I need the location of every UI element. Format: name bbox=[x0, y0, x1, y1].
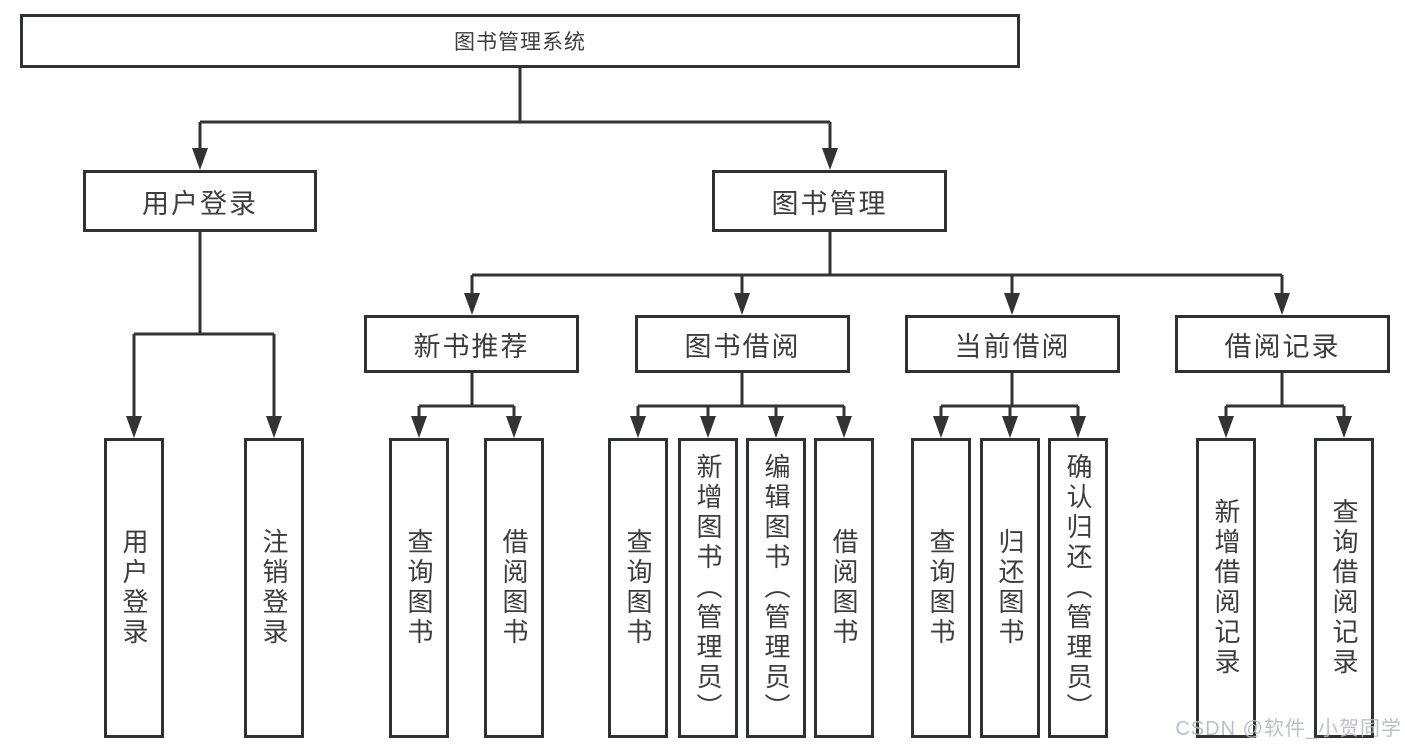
leaf-edit-books-admin: 编辑图书（管理员） bbox=[746, 438, 806, 738]
leaf-query-books-current-label: 查询图书 bbox=[926, 528, 956, 648]
leaf-query-books-current: 查询图书 bbox=[911, 438, 971, 738]
connector-record-split bbox=[1224, 373, 1346, 417]
node-borrowing-records: 借阅记录 bbox=[1175, 315, 1390, 373]
leaf-query-borrow-record-label: 查询借阅记录 bbox=[1329, 498, 1359, 678]
node-user-login-label: 用户登录 bbox=[142, 188, 258, 219]
node-book-borrowing-label: 图书借阅 bbox=[684, 331, 801, 362]
leaf-confirm-return-admin-label: 确认归还（管理员） bbox=[1063, 453, 1093, 723]
node-new-book-recommend-label: 新书推荐 bbox=[413, 331, 530, 362]
node-root-system: 图书管理系统 bbox=[20, 14, 1020, 68]
leaf-confirm-return-admin: 确认归还（管理员） bbox=[1048, 438, 1108, 738]
leaf-query-books-recommend: 查询图书 bbox=[389, 438, 449, 738]
leaf-user-login-label: 用户登录 bbox=[119, 528, 149, 648]
connector-newbook-split bbox=[417, 373, 516, 417]
leaf-add-borrow-record: 新增借阅记录 bbox=[1196, 438, 1256, 738]
leaf-add-books-admin-label: 新增图书（管理员） bbox=[693, 453, 723, 723]
leaf-return-books: 归还图书 bbox=[980, 438, 1040, 738]
leaf-query-books-borrow: 查询图书 bbox=[608, 438, 668, 738]
leaf-return-books-label: 归还图书 bbox=[995, 528, 1025, 648]
node-root-label: 图书管理系统 bbox=[454, 31, 586, 54]
watermark-text: CSDN @软件_小贺同学 bbox=[1175, 718, 1402, 740]
leaf-logout-label: 注销登录 bbox=[259, 528, 289, 648]
leaf-borrow-books-recommend-label: 借阅图书 bbox=[499, 528, 529, 648]
node-book-management: 图书管理 bbox=[712, 170, 947, 232]
node-book-management-label: 图书管理 bbox=[771, 188, 888, 219]
node-book-borrowing: 图书借阅 bbox=[635, 315, 850, 373]
connector-login-split bbox=[132, 232, 276, 417]
leaf-logout: 注销登录 bbox=[244, 438, 304, 738]
leaf-add-borrow-record-label: 新增借阅记录 bbox=[1211, 498, 1241, 678]
leaf-borrow-books-label: 借阅图书 bbox=[829, 528, 859, 648]
leaf-borrow-books-recommend: 借阅图书 bbox=[484, 438, 544, 738]
leaf-edit-books-admin-label: 编辑图书（管理员） bbox=[761, 453, 791, 723]
arrowheads bbox=[126, 148, 1352, 438]
connector-borrow-split bbox=[636, 373, 846, 417]
connector-current-split bbox=[939, 373, 1080, 417]
node-current-borrowing: 当前借阅 bbox=[905, 315, 1120, 373]
node-new-book-recommend: 新书推荐 bbox=[364, 315, 579, 373]
leaf-query-books-borrow-label: 查询图书 bbox=[623, 528, 653, 648]
leaf-user-login: 用户登录 bbox=[104, 438, 164, 738]
node-current-borrowing-label: 当前借阅 bbox=[954, 331, 1071, 362]
leaf-query-books-recommend-label: 查询图书 bbox=[404, 528, 434, 648]
node-borrowing-records-label: 借阅记录 bbox=[1224, 331, 1341, 362]
node-user-login: 用户登录 bbox=[83, 170, 317, 232]
leaf-query-borrow-record: 查询借阅记录 bbox=[1314, 438, 1374, 738]
connector-management-split bbox=[470, 232, 1284, 294]
connector-root-split bbox=[198, 68, 832, 149]
leaf-add-books-admin: 新增图书（管理员） bbox=[678, 438, 738, 738]
leaf-borrow-books: 借阅图书 bbox=[814, 438, 874, 738]
